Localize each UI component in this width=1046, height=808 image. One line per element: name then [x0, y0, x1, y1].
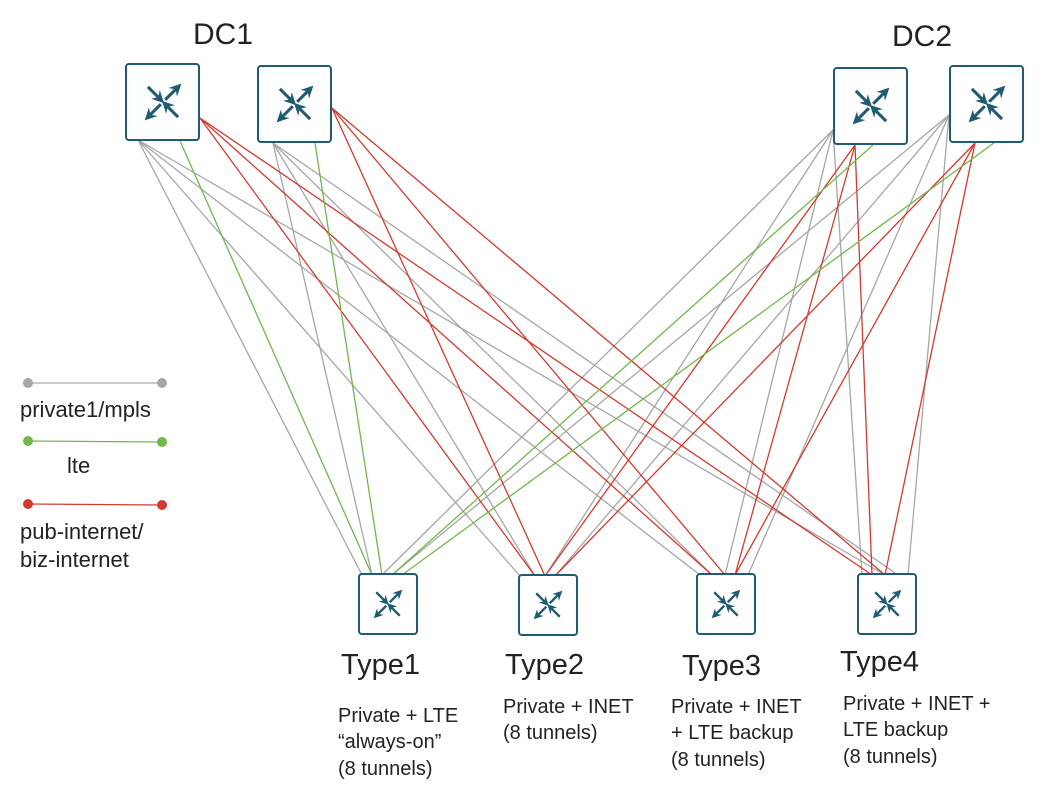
type1-description: Private + LTE “always-on” (8 tunnels) — [338, 703, 458, 782]
private-link — [391, 114, 950, 576]
private-link — [747, 114, 950, 576]
internet-link — [199, 117, 713, 576]
internet-link — [884, 142, 976, 576]
internet-link — [854, 144, 873, 576]
internet-link — [331, 107, 726, 576]
lte-link — [401, 139, 999, 576]
type2-desc-line: (8 tunnels) — [503, 722, 598, 745]
lte-link — [179, 140, 373, 576]
legend-label-line: biz-internet — [20, 546, 129, 572]
router-arrows-icon — [533, 590, 563, 620]
type2-desc-line: Private + INET — [503, 696, 634, 718]
type3-desc-line: Private + INET — [671, 696, 802, 718]
router-arrows-icon — [276, 85, 313, 123]
lte-link — [314, 142, 383, 576]
private-link — [381, 129, 834, 576]
type3-desc-line: + LTE backup — [671, 722, 794, 745]
internet-link — [199, 117, 873, 576]
private-link — [272, 142, 713, 576]
type4-desc-line: Private + INET + — [843, 693, 991, 715]
type4-description: Private + INET + LTE backup (8 tunnels) — [843, 691, 990, 770]
type1-desc-line: (8 tunnels) — [338, 757, 433, 780]
legend-endpoint-dot — [23, 499, 33, 509]
dc2-router-b[interactable] — [949, 65, 1024, 143]
type3-title: Type3 — [682, 650, 761, 682]
type3-desc-line: (8 tunnels) — [671, 748, 766, 771]
private-link — [272, 142, 536, 577]
type3-router[interactable] — [696, 573, 756, 635]
router-arrows-icon — [968, 85, 1005, 123]
dc1-router-a[interactable] — [125, 63, 200, 141]
dc1-router-b[interactable] — [257, 65, 332, 143]
type4-desc-line: (8 tunnels) — [843, 745, 938, 768]
legend-endpoint-dot — [157, 437, 167, 447]
private-link — [724, 129, 834, 576]
legend-label-line: pub-internet/ — [20, 519, 144, 544]
legend-label-line: private1/mpls — [20, 397, 151, 422]
type1-title: Type1 — [341, 649, 420, 681]
type1-desc-line: “always-on” — [338, 731, 442, 754]
internet-link — [544, 144, 856, 577]
legend-private-label: private1/mpls — [20, 396, 151, 424]
type2-router[interactable] — [518, 574, 578, 636]
private-link — [137, 139, 363, 576]
type1-router[interactable] — [358, 573, 418, 635]
private-link — [137, 139, 521, 577]
private-link — [272, 142, 899, 576]
type2-title: Type2 — [505, 649, 584, 681]
private-link — [907, 114, 950, 576]
type4-router[interactable] — [857, 573, 917, 635]
legend-internet-line — [27, 503, 163, 506]
private-link — [554, 114, 950, 577]
internet-link — [199, 117, 536, 577]
legend-lte-label: lte — [67, 452, 90, 480]
lte-link — [391, 144, 874, 576]
private-link — [137, 139, 886, 576]
private-link — [137, 139, 701, 576]
router-arrows-icon — [711, 589, 741, 619]
dc2-label: DC2 — [892, 20, 953, 53]
dc2-router-a[interactable] — [833, 67, 908, 145]
type3-description: Private + INET + LTE backup (8 tunnels) — [671, 694, 802, 773]
type1-desc-line: Private + LTE — [338, 705, 459, 727]
type4-title: Type4 — [840, 646, 919, 678]
legend-endpoint-dot — [157, 378, 167, 388]
router-arrows-icon — [852, 87, 889, 125]
router-arrows-icon — [872, 589, 902, 619]
legend-lte-line — [27, 440, 163, 443]
legend-endpoint-dot — [157, 500, 167, 510]
internet-link — [331, 107, 546, 577]
internet-link — [554, 142, 976, 577]
type4-desc-line: LTE backup — [843, 719, 949, 742]
legend-endpoint-dot — [23, 436, 33, 446]
router-arrows-icon — [373, 589, 403, 619]
legend-label-line: lte — [67, 453, 91, 478]
dc1-label: DC1 — [193, 18, 254, 51]
legend-internet-label: pub-internet/ biz-internet — [20, 518, 144, 573]
internet-link — [331, 107, 886, 576]
internet-link — [734, 144, 856, 576]
private-link — [544, 129, 834, 577]
router-arrows-icon — [144, 83, 181, 121]
internet-link — [734, 142, 976, 576]
type2-description: Private + INET (8 tunnels) — [503, 694, 634, 747]
legend-endpoint-dot — [23, 378, 33, 388]
private-link — [272, 142, 373, 576]
